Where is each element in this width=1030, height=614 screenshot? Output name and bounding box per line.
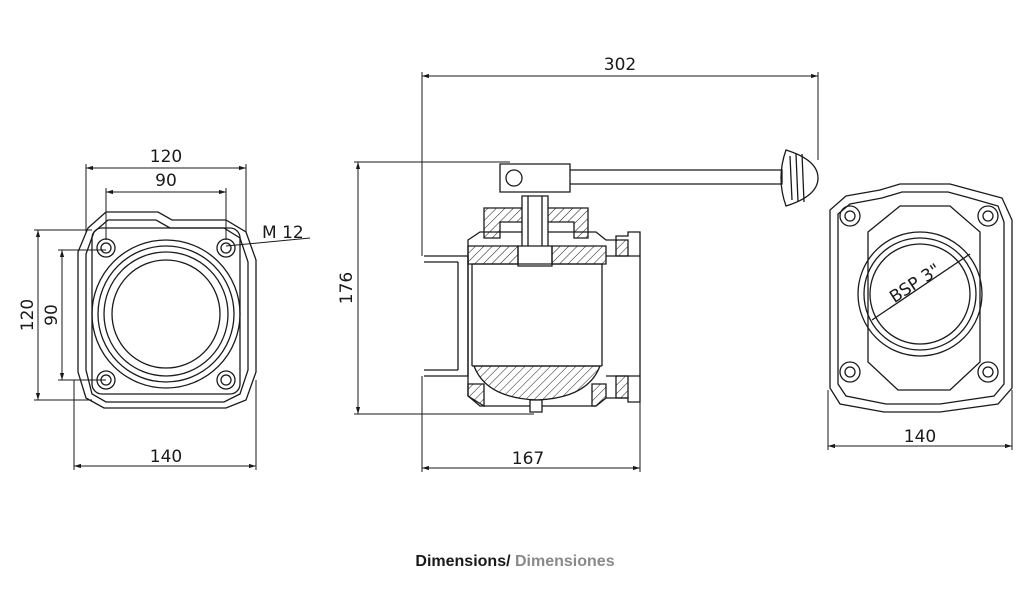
side-ball-section <box>474 366 600 400</box>
front-flange-outline <box>78 212 256 408</box>
dim-side-bottom-length: 167 <box>512 449 544 469</box>
side-handle-hub <box>500 164 570 192</box>
dim-front-left-inner: 90 <box>42 304 62 326</box>
figure-caption: Dimensions/ Dimensiones <box>0 553 1030 571</box>
rear-dimension-lines <box>828 390 1012 450</box>
caption-spanish: Dimensiones <box>515 553 615 570</box>
dim-side-top-length: 302 <box>604 55 636 75</box>
front-bolt-hole <box>217 371 235 389</box>
dim-front-top-inner: 90 <box>155 171 177 191</box>
side-handle-knob <box>781 150 818 206</box>
front-bore <box>112 260 220 368</box>
side-bonnet-section <box>484 208 588 238</box>
caption-english: Dimensions/ <box>415 553 511 570</box>
rear-view <box>830 184 1012 412</box>
dim-rear-bottom: 140 <box>904 427 936 447</box>
dim-front-thread: M 12 <box>262 223 304 243</box>
rear-bolt-hole <box>840 362 860 382</box>
rear-bolt-hole <box>978 362 998 382</box>
side-drain-plug <box>530 400 542 412</box>
dim-front-bottom: 140 <box>150 447 182 467</box>
front-ring-outer <box>92 240 240 388</box>
dim-front-top-outer: 120 <box>150 147 182 167</box>
side-view <box>424 150 818 412</box>
front-flange-inner-outline <box>86 220 248 402</box>
side-left-pipe <box>424 256 468 376</box>
rear-bolt-hole <box>978 206 998 226</box>
side-upper-seat-section <box>468 246 518 264</box>
front-dimension-lines <box>34 164 310 470</box>
front-view <box>78 212 256 408</box>
rear-bolt-hole <box>840 206 860 226</box>
side-handle-lever <box>570 170 782 184</box>
side-handle-nut <box>506 170 522 186</box>
front-bolt-hole <box>217 239 235 257</box>
dim-side-height: 176 <box>337 272 357 304</box>
front-bolt-hole <box>97 239 115 257</box>
side-dimension-lines <box>354 72 818 472</box>
dim-rear-thread: BSP 3" <box>886 260 944 308</box>
rear-bore <box>870 244 970 344</box>
side-valve-body <box>468 232 640 406</box>
rear-flange-outline <box>830 184 1012 412</box>
rear-flange-inner-outline <box>838 192 1004 404</box>
dim-front-left-outer: 120 <box>18 299 38 331</box>
rear-ring-outer <box>858 232 982 356</box>
